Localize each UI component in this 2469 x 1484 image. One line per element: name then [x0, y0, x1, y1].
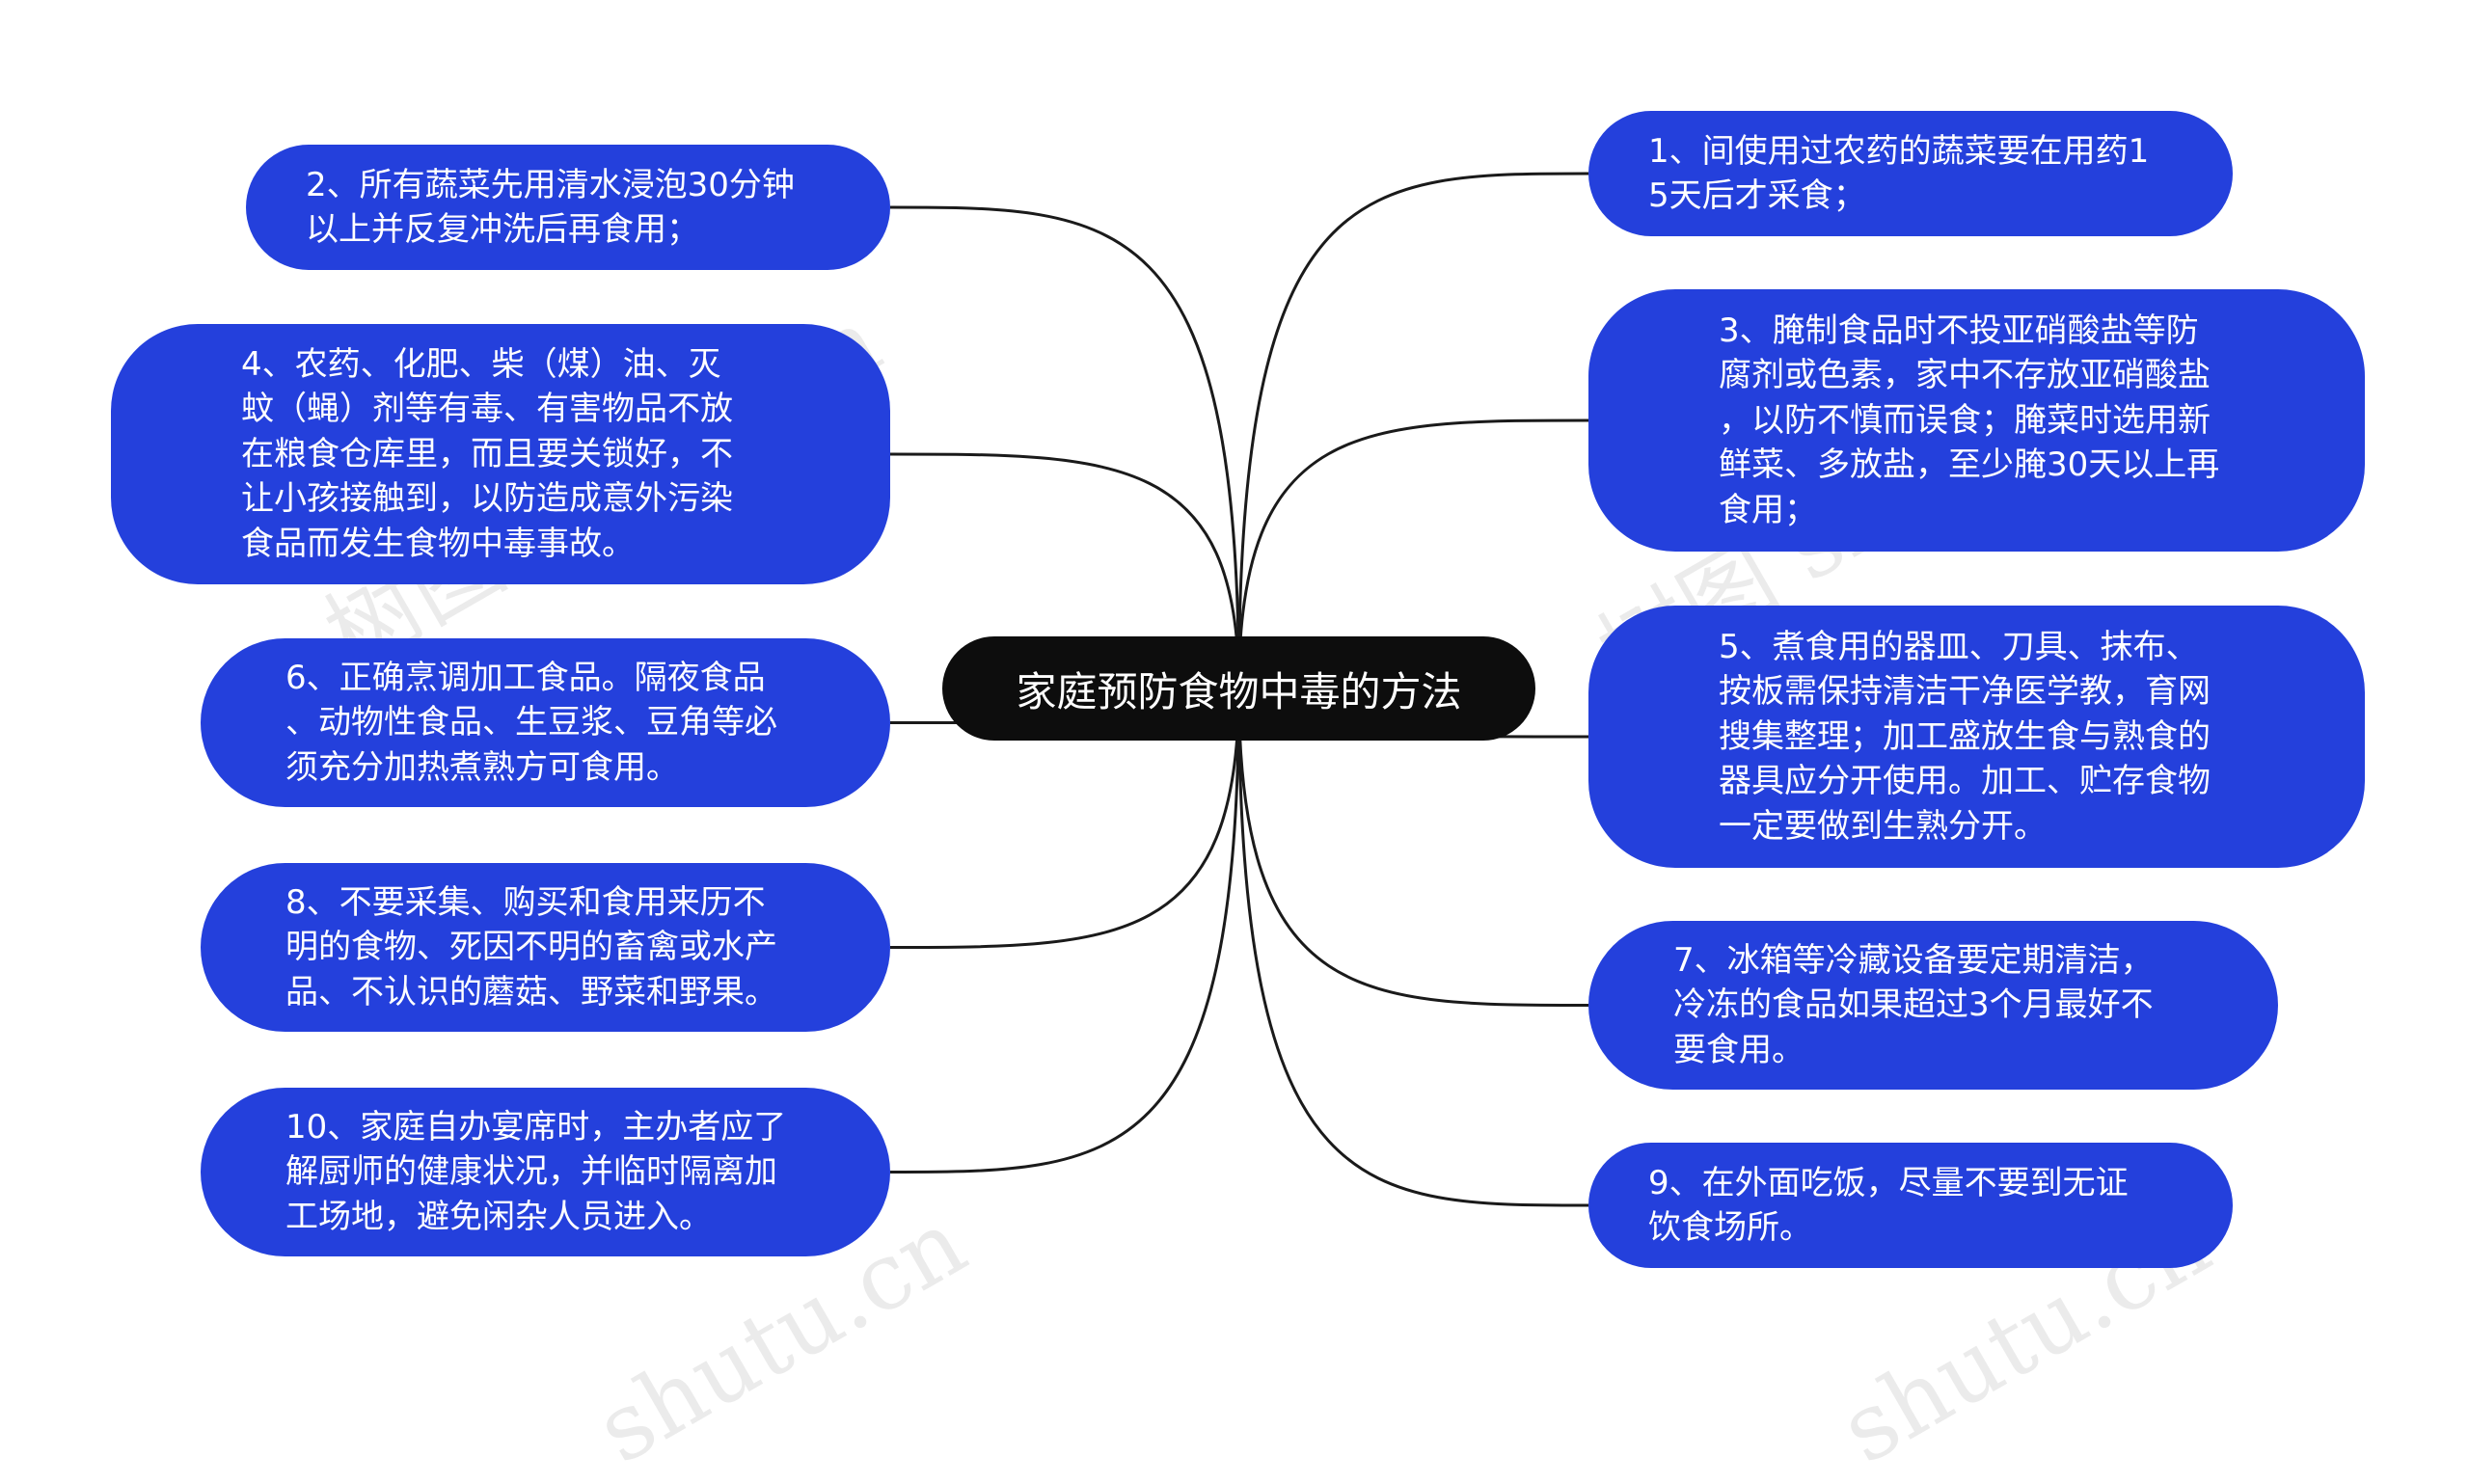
connector-3: [1237, 418, 1589, 689]
topic-node-9-text: 9、在外面吃饭，尽量不要到无证 饮食场所。: [1648, 1163, 2129, 1248]
topic-node-4-text: 4、农药、化肥、柴（煤）油、灭 蚊（蝇）剂等有毒、有害物品不放 在粮食仓库里，而…: [241, 344, 733, 563]
topic-node-7[interactable]: 7、冰箱等冷藏设备要定期清洁， 冷冻的食品如果超过3个月最好不 要食用。: [1588, 921, 2278, 1090]
connector-9: [1237, 688, 1589, 1207]
connector-8: [889, 688, 1240, 949]
central-topic-title: 家庭预防食物中毒的方法: [1016, 667, 1462, 715]
topic-node-9[interactable]: 9、在外面吃饭，尽量不要到无证 饮食场所。: [1588, 1143, 2233, 1268]
topic-node-5[interactable]: 5、煮食用的器皿、刀具、抹布、 按板需保持清洁干净医学教，育网 搜集整理；加工盛…: [1588, 606, 2365, 868]
connector-2: [889, 205, 1240, 689]
topic-node-5-text: 5、煮食用的器皿、刀具、抹布、 按板需保持清洁干净医学教，育网 搜集整理；加工盛…: [1719, 627, 2211, 846]
topic-node-10[interactable]: 10、家庭自办宴席时，主办者应了 解厨师的健康状况，并临时隔离加 工场地，避免闲…: [201, 1088, 890, 1256]
topic-node-8[interactable]: 8、不要采集、购买和食用来历不 明的食物、死因不明的畜禽或水产 品、不认识的蘑菇…: [201, 863, 890, 1032]
central-topic[interactable]: 家庭预防食物中毒的方法: [942, 636, 1535, 741]
connector-1: [1237, 172, 1589, 689]
topic-node-10-text: 10、家庭自办宴席时，主办者应了 解厨师的健康状况，并临时隔离加 工场地，避免闲…: [285, 1107, 787, 1236]
mind-map: 树图 shutu.cn 树图 shutu.cn shutu.cn shutu.c…: [111, 111, 2365, 1484]
topic-node-6[interactable]: 6、正确烹调加工食品。隔夜食品 、动物性食品、生豆浆、豆角等必 须充分加热煮熟方…: [201, 638, 890, 807]
topic-node-4[interactable]: 4、农药、化肥、柴（煤）油、灭 蚊（蝇）剂等有毒、有害物品不放 在粮食仓库里，而…: [111, 324, 890, 584]
topic-node-3[interactable]: 3、腌制食品时不投亚硝酸盐等防 腐剂或色素，家中不存放亚硝酸盐 ，以防不慎而误食…: [1588, 289, 2365, 552]
topic-node-6-text: 6、正确烹调加工食品。隔夜食品 、动物性食品、生豆浆、豆角等必 须充分加热煮熟方…: [285, 658, 777, 787]
topic-node-3-text: 3、腌制食品时不投亚硝酸盐等防 腐剂或色素，家中不存放亚硝酸盐 ，以防不慎而误食…: [1719, 310, 2220, 529]
topic-node-2-text: 2、所有蔬菜先用清水浸泡30分钟 以上并反复冲洗后再食用；: [306, 165, 795, 250]
topic-node-7-text: 7、冰箱等冷藏设备要定期清洁， 冷冻的食品如果超过3个月最好不 要食用。: [1673, 940, 2154, 1069]
topic-node-1-text: 1、间使用过农药的蔬菜要在用药1 5天后才采食；: [1648, 131, 2150, 216]
connector-4: [889, 452, 1240, 689]
connector-10: [889, 688, 1240, 1174]
topic-node-8-text: 8、不要采集、购买和食用来历不 明的食物、死因不明的畜禽或水产 品、不认识的蘑菇…: [285, 882, 777, 1012]
topic-node-1[interactable]: 1、间使用过农药的蔬菜要在用药1 5天后才采食；: [1588, 111, 2233, 236]
topic-node-2[interactable]: 2、所有蔬菜先用清水浸泡30分钟 以上并反复冲洗后再食用；: [246, 145, 890, 270]
connector-7: [1237, 688, 1589, 1007]
